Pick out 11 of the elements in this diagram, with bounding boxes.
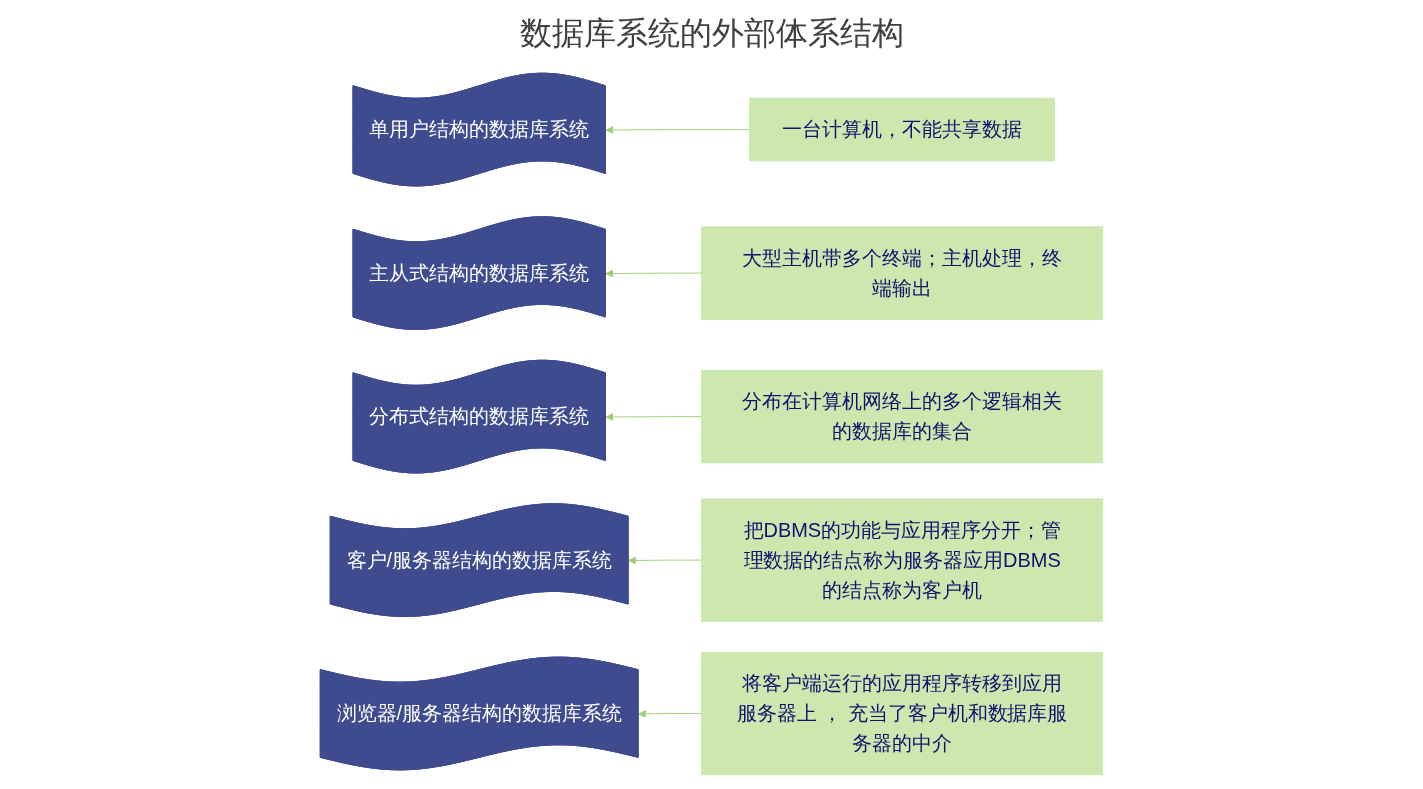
wavy-banner: 客户/服务器结构的数据库系统 <box>329 503 629 617</box>
text-box: 将客户端运行的应用程序转移到应用服务器上 ， 充当了客户机和数据库服务器的中介 <box>701 651 1104 776</box>
text-box: 分布在计算机网络上的多个逻辑相关的数据库的集合 <box>701 369 1104 464</box>
wavy-banner: 浏览器/服务器结构的数据库系统 <box>319 656 639 771</box>
text-box: 一台计算机，不能共享数据 <box>749 97 1056 162</box>
text-box: 大型主机带多个终端；主机处理，终端输出 <box>701 226 1104 320</box>
wavy-banner: 单用户结构的数据库系统 <box>352 72 606 187</box>
wavy-banner: 主从式结构的数据库系统 <box>352 216 606 330</box>
text-box: 把DBMS的功能与应用程序分开；管理数据的结点称为服务器应用DBMS的结点称为客户机 <box>701 498 1104 622</box>
wavy-banner: 分布式结构的数据库系统 <box>352 359 606 474</box>
diagram-title: 数据库系统的外部体系结构 <box>519 14 904 53</box>
